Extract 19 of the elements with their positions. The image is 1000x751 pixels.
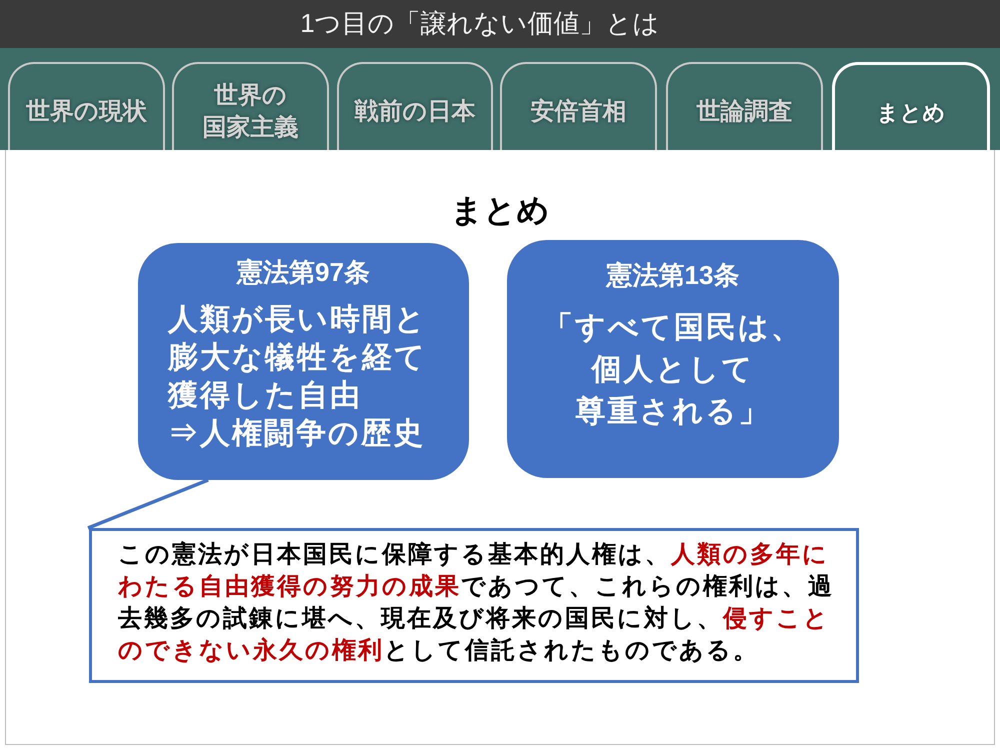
quote-text: この憲法が日本国民に保障する基本的人権は、人類の多年にわたる自由獲得の努力の成果であつて、これらの権利は、過去幾多の試錬に堪へ、現在及び将来の国民に対し、侵すことのできない永久の権利として信託されたものである。 [118,540,835,666]
tab-label: 世界の国家主義 [202,81,300,143]
slide-title: 1つ目の「譲れない価値」とは [300,7,660,40]
callout-box [138,243,469,480]
box-heading: 憲法第13条 [606,259,740,292]
callout-box [507,240,839,478]
tab-label: 世界の現状 [25,97,148,127]
tab-label: 戦前の日本 [353,97,476,127]
leader-line [87,478,209,530]
content-panel [5,150,995,745]
box-heading: 憲法第97条 [237,256,370,289]
tab-label: まとめ [876,98,946,126]
tab-label: 安倍首相 [530,97,628,127]
tab-label: 世論調査 [696,97,794,127]
panel-heading: まとめ [450,191,550,230]
box-text: 人類が長い時間と膨大な犠牲を経て獲得した自由 [168,302,428,414]
box-text: 「すべて国民は、個人として尊重される」 [542,310,804,430]
quote-box [89,528,859,683]
box-text: ⇒人権闘争の歴史 [168,416,426,452]
